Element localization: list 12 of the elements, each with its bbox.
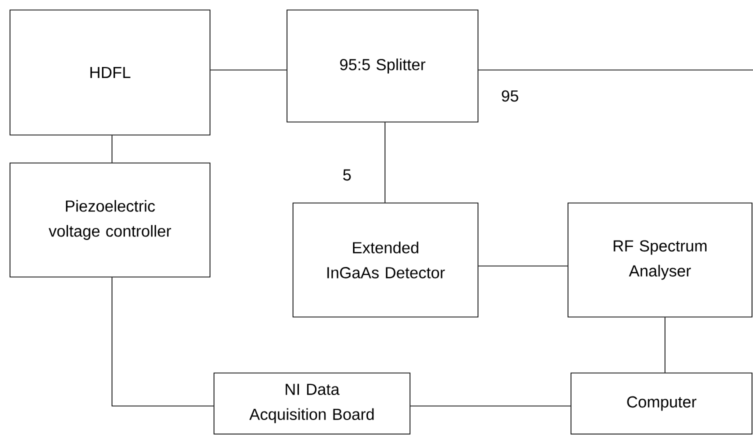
block-box: Extended InGaAs Detector: [292, 202, 478, 318]
block-box: RF Spectrum Analyser: [568, 202, 752, 318]
block-box: 95:5 Splitter: [286, 10, 478, 122]
connector-line: [384, 122, 386, 203]
edge-label: 95: [500, 89, 520, 103]
block-box: NI Data Acquisition Board: [214, 372, 410, 434]
block-box: Computer: [570, 372, 752, 434]
block-box: Piezoelectric voltage controller: [10, 162, 210, 278]
connector-line: [112, 277, 214, 406]
connector-line: [664, 317, 666, 373]
block-box: HDFL: [10, 10, 210, 136]
edge-label: 5: [342, 168, 352, 182]
